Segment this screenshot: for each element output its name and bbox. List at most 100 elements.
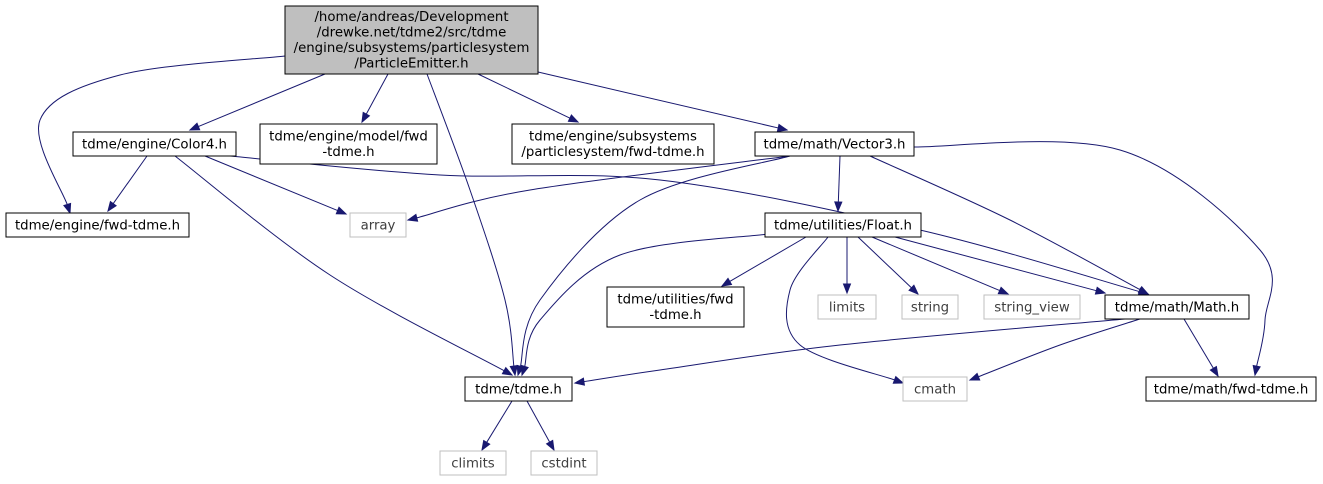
node-box bbox=[901, 294, 959, 320]
edge-vector3-to-math bbox=[869, 155, 1150, 295]
node-box bbox=[764, 212, 922, 238]
node-label: tdme/engine/fwd-tdme.h bbox=[15, 218, 180, 233]
node-label: string bbox=[911, 300, 949, 315]
node-box bbox=[817, 294, 877, 320]
edge-line bbox=[871, 236, 1001, 292]
node-label: /drewke.net/tdme2/src/tdme bbox=[317, 26, 507, 41]
edge-float-to-tdme bbox=[520, 233, 769, 377]
edges-layer bbox=[38, 55, 1273, 452]
edge-line bbox=[197, 73, 326, 128]
edge-float-to-limits bbox=[842, 237, 852, 295]
edge-root-to-tdme bbox=[426, 73, 518, 377]
edge-line bbox=[477, 73, 572, 119]
arrowhead-icon bbox=[842, 283, 852, 295]
nodes-layer: /home/andreas/Development/drewke.net/tdm… bbox=[5, 5, 1317, 476]
edge-vector3-to-math_fwd bbox=[913, 141, 1273, 377]
edge-line bbox=[894, 236, 1098, 292]
node-math[interactable]: tdme/math/Math.h bbox=[1104, 294, 1250, 320]
edge-line bbox=[785, 236, 896, 381]
edge-color4-to-array bbox=[204, 155, 348, 215]
edge-color4-to-engine_fwd bbox=[107, 155, 148, 213]
edge-float-to-string bbox=[857, 236, 920, 295]
edge-float-to-cmath bbox=[785, 236, 905, 384]
arrowhead-icon bbox=[361, 111, 371, 124]
edge-vector3-to-tdme bbox=[516, 155, 791, 377]
node-cstdint: cstdint bbox=[530, 450, 598, 476]
edge-line bbox=[913, 141, 1273, 368]
arrowhead-icon bbox=[335, 206, 348, 215]
node-float[interactable]: tdme/utilities/Float.h bbox=[764, 212, 922, 238]
edge-line bbox=[485, 400, 513, 444]
edge-line bbox=[204, 155, 339, 212]
node-box bbox=[606, 286, 745, 328]
arrowhead-icon bbox=[573, 377, 585, 386]
edge-vector3-to-array bbox=[406, 155, 791, 222]
node-label: -tdme.h bbox=[322, 145, 374, 160]
node-label: -tdme.h bbox=[649, 308, 701, 323]
node-box bbox=[530, 450, 598, 476]
arrowhead-icon bbox=[834, 201, 843, 213]
edge-line bbox=[857, 236, 913, 289]
node-label: array bbox=[361, 218, 396, 233]
arrowhead-icon bbox=[1209, 365, 1219, 378]
node-label: limits bbox=[829, 300, 865, 315]
edge-math-to-tdme bbox=[573, 318, 1126, 386]
edge-math-to-cmath bbox=[968, 318, 1141, 381]
edge-line bbox=[519, 155, 791, 368]
arrowhead-icon bbox=[501, 366, 514, 376]
node-math-fwd[interactable]: tdme/math/fwd-tdme.h bbox=[1145, 376, 1317, 402]
arrowhead-icon bbox=[892, 375, 905, 384]
edge-line bbox=[229, 155, 1141, 293]
arrowhead-icon bbox=[63, 202, 72, 215]
arrowhead-icon bbox=[481, 439, 491, 452]
node-color4[interactable]: tdme/engine/Color4.h bbox=[72, 131, 237, 157]
arrowhead-icon bbox=[1137, 285, 1150, 295]
edge-line bbox=[582, 318, 1126, 383]
node-label: tdme/engine/subsystems bbox=[529, 130, 697, 145]
node-array: array bbox=[349, 212, 407, 238]
node-label: cmath bbox=[914, 382, 956, 397]
node-label: /home/andreas/Development bbox=[314, 10, 508, 25]
node-climits: climits bbox=[439, 450, 507, 476]
node-label: tdme/math/fwd-tdme.h bbox=[1154, 382, 1309, 397]
node-engine-fwd[interactable]: tdme/engine/fwd-tdme.h bbox=[5, 212, 190, 238]
edge-line bbox=[537, 71, 780, 129]
arrowhead-icon bbox=[107, 200, 117, 213]
node-root[interactable]: /home/andreas/Development/drewke.net/tdm… bbox=[284, 5, 539, 75]
node-util-fwd[interactable]: tdme/utilities/fwd-tdme.h bbox=[606, 286, 745, 328]
edge-root-to-ps_fwd bbox=[477, 73, 580, 123]
node-vector3[interactable]: tdme/math/Vector3.h bbox=[754, 131, 915, 157]
edge-line bbox=[426, 73, 515, 368]
node-label: cstdint bbox=[541, 456, 586, 471]
node-box bbox=[983, 294, 1081, 320]
edge-line bbox=[977, 318, 1141, 378]
edge-color4-to-tdme bbox=[174, 155, 514, 376]
node-string: string bbox=[901, 294, 959, 320]
edge-line bbox=[365, 73, 389, 116]
node-model-fwd[interactable]: tdme/engine/model/fwd-tdme.h bbox=[259, 123, 438, 165]
edge-line bbox=[526, 400, 551, 444]
node-label: climits bbox=[451, 456, 495, 471]
node-label: tdme/tdme.h bbox=[475, 382, 562, 397]
node-box bbox=[1145, 376, 1317, 402]
node-label: /engine/subsystems/particlesystem bbox=[294, 41, 530, 56]
node-tdme[interactable]: tdme/tdme.h bbox=[464, 376, 573, 402]
edge-root-to-model_fwd bbox=[361, 73, 389, 124]
arrowhead-icon bbox=[908, 284, 920, 295]
edge-line bbox=[524, 233, 769, 368]
edge-line bbox=[415, 155, 791, 219]
node-box bbox=[439, 450, 507, 476]
node-label: tdme/utilities/Float.h bbox=[774, 218, 912, 233]
node-box bbox=[284, 5, 539, 75]
node-box bbox=[1104, 294, 1250, 320]
edge-line bbox=[38, 55, 286, 206]
arrowhead-icon bbox=[406, 213, 419, 222]
arrowhead-icon bbox=[776, 123, 789, 133]
node-box bbox=[259, 123, 438, 165]
node-label: tdme/engine/model/fwd bbox=[269, 130, 428, 145]
arrowhead-icon bbox=[720, 277, 733, 287]
node-ps-fwd[interactable]: tdme/engine/subsystems/particlesystem/fw… bbox=[511, 123, 715, 165]
edge-line bbox=[112, 155, 148, 205]
edge-vector3-to-float bbox=[834, 155, 843, 213]
